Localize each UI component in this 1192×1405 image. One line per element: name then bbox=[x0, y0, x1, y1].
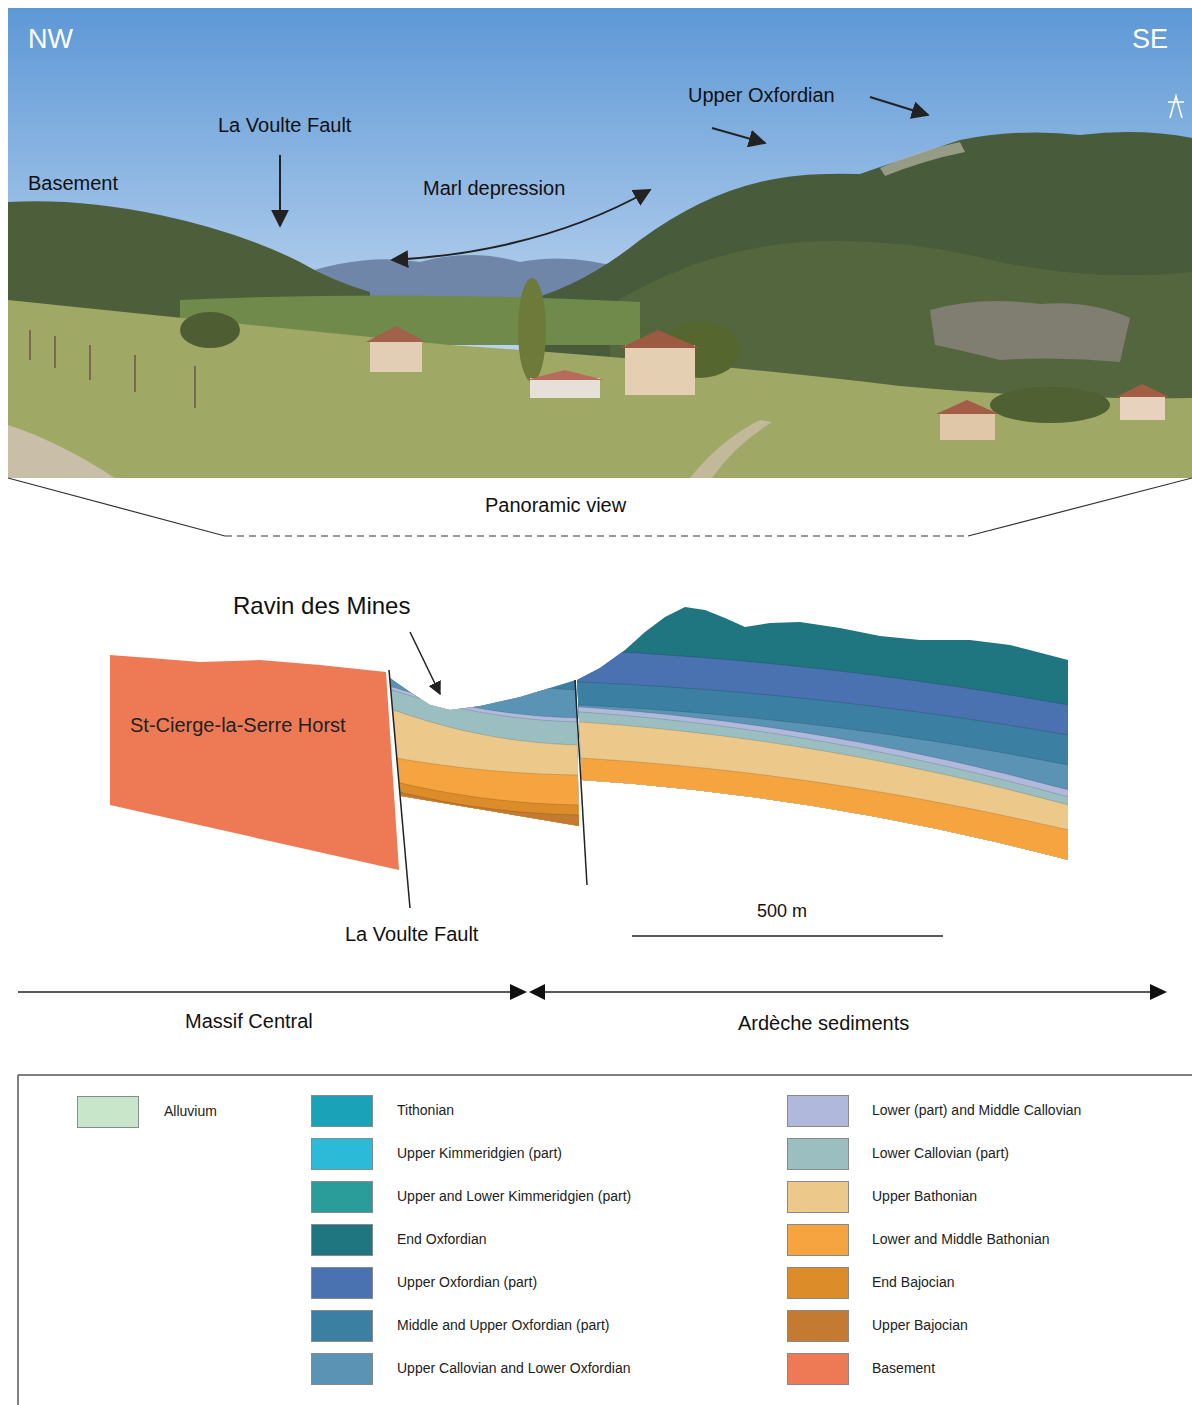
pointer-arrow bbox=[870, 97, 928, 115]
legend-swatch bbox=[787, 1267, 849, 1299]
legend-text: Upper Callovian and Lower Oxfordian bbox=[397, 1360, 630, 1376]
zoom-lines bbox=[8, 478, 1192, 536]
legend-text: Alluvium bbox=[164, 1103, 217, 1119]
legend-swatch bbox=[77, 1096, 139, 1128]
photo-label: Basement bbox=[28, 172, 118, 195]
photo-label: Upper Oxfordian bbox=[688, 84, 835, 107]
view-caption: Panoramic view bbox=[485, 494, 626, 517]
domain-arrow bbox=[540, 991, 1155, 993]
roof bbox=[366, 326, 426, 342]
legend-swatch bbox=[311, 1181, 373, 1213]
roof bbox=[526, 370, 604, 380]
compass-label: NW bbox=[28, 24, 73, 55]
scale-label: 500 m bbox=[757, 901, 807, 922]
legend-swatch bbox=[311, 1224, 373, 1256]
rock-layer bbox=[570, 682, 1080, 1000]
photo-label: La Voulte Fault bbox=[218, 114, 351, 137]
legend-swatch bbox=[787, 1224, 849, 1256]
rock-layer bbox=[570, 722, 1080, 1000]
pointer-arrow bbox=[279, 155, 281, 226]
cross-section bbox=[380, 590, 1080, 1000]
house bbox=[370, 340, 422, 372]
legend-swatch bbox=[311, 1353, 373, 1385]
rock-cliff bbox=[930, 301, 1130, 362]
legend-swatch bbox=[787, 1181, 849, 1213]
house bbox=[1120, 395, 1165, 420]
rock-layer bbox=[570, 707, 1080, 1000]
rock-layer bbox=[380, 705, 590, 1000]
dirt-track bbox=[8, 425, 115, 478]
legend-text: Upper Bajocian bbox=[872, 1317, 968, 1333]
pointer-arrow bbox=[410, 632, 440, 694]
photo-label: Marl depression bbox=[423, 177, 565, 200]
sky bbox=[8, 8, 1192, 478]
legend-swatch bbox=[311, 1310, 373, 1342]
legend-text: Tithonian bbox=[397, 1102, 454, 1118]
limestone-crest bbox=[880, 142, 965, 176]
rock-layer bbox=[380, 683, 590, 1000]
rock-layer bbox=[570, 712, 1080, 1000]
rock-layer bbox=[380, 778, 590, 1000]
compass-label: SE bbox=[1132, 24, 1168, 55]
domain-label: Massif Central bbox=[185, 1010, 313, 1033]
rock-layer bbox=[570, 650, 1080, 1000]
legend-swatch bbox=[787, 1138, 849, 1170]
legend-text: Upper Oxfordian (part) bbox=[397, 1274, 537, 1290]
legend-swatch bbox=[311, 1095, 373, 1127]
photo-arrows bbox=[280, 97, 928, 260]
legend-text: Upper Kimmeridgien (part) bbox=[397, 1145, 562, 1161]
section-marks bbox=[18, 632, 1155, 992]
fault-line bbox=[575, 680, 587, 885]
tree bbox=[990, 387, 1110, 423]
legend-text: Upper Bathonian bbox=[872, 1188, 977, 1204]
legend-swatch bbox=[311, 1138, 373, 1170]
pointer-arrow bbox=[712, 128, 765, 143]
legend-text: End Bajocian bbox=[872, 1274, 955, 1290]
fault-block bbox=[570, 590, 1080, 1000]
roof bbox=[620, 330, 700, 348]
domain-arrow bbox=[18, 991, 516, 993]
pylon bbox=[1168, 96, 1184, 118]
site-label: Ravin des Mines bbox=[233, 592, 410, 620]
fence bbox=[30, 330, 195, 408]
legend-swatch bbox=[311, 1267, 373, 1299]
rock-layer bbox=[380, 755, 590, 1000]
legend-swatch bbox=[787, 1310, 849, 1342]
rock-layer bbox=[570, 705, 1080, 1000]
rock-layer bbox=[380, 686, 590, 1000]
legend-swatch bbox=[787, 1095, 849, 1127]
legend-swatch bbox=[787, 1353, 849, 1385]
fault-label: La Voulte Fault bbox=[345, 923, 478, 946]
legend-text: Middle and Upper Oxfordian (part) bbox=[397, 1317, 609, 1333]
arrowheads bbox=[510, 984, 1167, 1000]
meadow bbox=[8, 300, 1192, 478]
domain-label: Ardèche sediments bbox=[738, 1012, 909, 1035]
legend-text: Lower (part) and Middle Callovian bbox=[872, 1102, 1081, 1118]
rock-layer bbox=[380, 640, 590, 1000]
scale-bar bbox=[632, 935, 943, 937]
legend-text: Basement bbox=[872, 1360, 935, 1376]
block-label: St-Cierge-la-Serre Horst bbox=[130, 714, 346, 737]
shed bbox=[530, 378, 600, 398]
house bbox=[625, 345, 695, 395]
house bbox=[940, 412, 995, 440]
poplar-tree bbox=[518, 278, 546, 382]
pointer-arrow bbox=[392, 190, 650, 260]
legend-text: Upper and Lower Kimmeridgien (part) bbox=[397, 1188, 631, 1204]
legend-text: End Oxfordian bbox=[397, 1231, 487, 1247]
landscape-photo bbox=[8, 8, 1192, 478]
footpath bbox=[690, 420, 772, 478]
tree bbox=[180, 312, 240, 348]
roof bbox=[1116, 384, 1169, 397]
basement-block: St-Cierge-la-Serre Horst bbox=[108, 650, 408, 875]
legend-text: Lower and Middle Bathonian bbox=[872, 1231, 1049, 1247]
basement-fill bbox=[110, 655, 399, 870]
basement-shape bbox=[108, 650, 408, 875]
roof bbox=[936, 400, 999, 414]
rock-layer bbox=[380, 787, 590, 1000]
legend-frame bbox=[18, 1075, 1192, 1405]
rock-layer bbox=[570, 758, 1080, 1000]
legend-text: Lower Callovian (part) bbox=[872, 1145, 1009, 1161]
